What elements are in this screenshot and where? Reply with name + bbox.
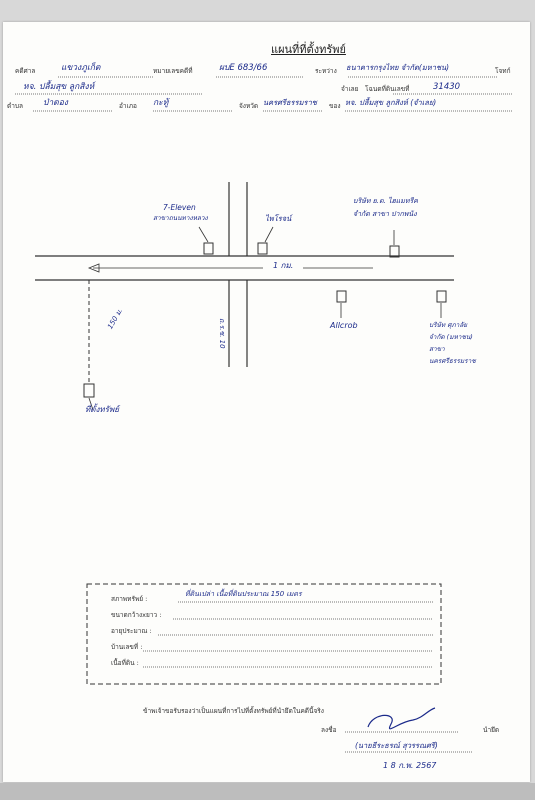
plaintiff-value: ธนาคารกรุงไทย จำกัด(มหาชน) xyxy=(346,63,450,72)
subdistrict-value: ป่าตอง xyxy=(43,98,68,108)
seven-eleven-marker xyxy=(203,242,214,255)
allcrob-marker xyxy=(336,290,347,303)
owner-label: ของ xyxy=(329,102,341,110)
province-label: จังหวัด xyxy=(239,102,259,110)
subdistrict-label: ตำบล xyxy=(7,102,23,110)
plaintiff-label: ระหว่าง xyxy=(315,67,337,75)
property-label: ที่ตั้งทรัพย์ xyxy=(85,405,119,414)
viewer-bottom-bar xyxy=(0,783,535,800)
seven-eleven-label: 7-Eleven xyxy=(163,203,196,212)
detail-row-label-0: สภาพทรัพย์ : xyxy=(111,595,148,603)
bank-right-line3: สาขา xyxy=(429,345,445,353)
signature-mark xyxy=(367,707,436,730)
defendant-value: หจ. ปลื้มสุข ลูกสิงห์ xyxy=(23,82,95,92)
detail-row-label-3: บ้านเลขที่ : xyxy=(111,643,143,651)
detail-box xyxy=(86,583,442,685)
province-value: นครศรีธรรมราช xyxy=(263,98,317,107)
detail-row-value-0: ที่ดินเปล่า เนื้อที่ดินประมาณ 150 เมตร xyxy=(185,590,302,598)
bank-top-line1: บริษัท ย.ต. ไฮแมทรีค xyxy=(353,197,418,205)
bank-right-line4: นครศรีธรรมราช xyxy=(429,357,476,365)
bank-right-marker xyxy=(436,290,447,303)
detail-row-label-1: ขนาดกว้างxยาว : xyxy=(111,611,162,619)
document-title: แผนที่ที่ตั้งทรัพย์ xyxy=(271,43,346,56)
allcrob-label: Allcrob xyxy=(330,321,358,330)
district-value: กะทู้ xyxy=(153,98,169,108)
role-defendant: จำเลย xyxy=(341,85,359,93)
soi-label: ถ.ร.ซ. 10 xyxy=(218,318,226,349)
main-road-label: 1 กม. xyxy=(273,261,294,270)
property-marker xyxy=(83,383,95,398)
detail-row-label-4: เนื้อที่ดิน : xyxy=(111,659,139,667)
deed-value: 31430 xyxy=(433,82,461,92)
kohola-marker xyxy=(257,242,268,255)
case-label: คดีศาล xyxy=(15,67,36,75)
certify-text: ข้าพเจ้าขอรับรองว่าเป็นแผนที่การไปที่ตั้… xyxy=(143,707,324,715)
bank-top-marker xyxy=(389,245,400,258)
seven-eleven-sub: สาขาถนนทางหลวง xyxy=(153,214,208,222)
role-label: นำยึด xyxy=(483,726,500,734)
deed-label: โฉนดที่ดินเลขที่ xyxy=(365,85,410,93)
bank-top-line2: จำกัด สาขา ปากพนัง xyxy=(353,210,417,218)
map-drawing xyxy=(15,76,513,753)
kohola-label: ไพโรจน์ xyxy=(265,214,292,223)
sign-date: 1 8 ก.พ. 2567 xyxy=(383,761,437,770)
case-value: แขวงภูเก็ต xyxy=(61,63,101,73)
detail-row-label-2: อายุประมาณ : xyxy=(111,627,152,635)
document-page: แผนที่ที่ตั้งทรัพย์ คดีศาล แขวงภูเก็ต หม… xyxy=(3,22,530,782)
owner-value: หจ. ปลื้มสุข ลูกสิงห์ (จำเลย) xyxy=(345,98,437,107)
bank-right-line1: บริษัท ศุภาลัย xyxy=(429,321,468,329)
signer-name: (นายธีระธรณ์ สุวรรณศรี) xyxy=(355,741,438,750)
role-plaintiff: โจทก์ xyxy=(495,67,511,75)
sign-label: ลงชื่อ xyxy=(321,726,337,734)
black-no-value: ผบE 683/66 xyxy=(219,63,268,73)
district-label: อำเภอ xyxy=(119,102,137,110)
black-no-label: หมายเลขคดีที่ xyxy=(153,67,193,75)
bank-right-line2: จำกัด (มหาชน) xyxy=(429,333,473,341)
